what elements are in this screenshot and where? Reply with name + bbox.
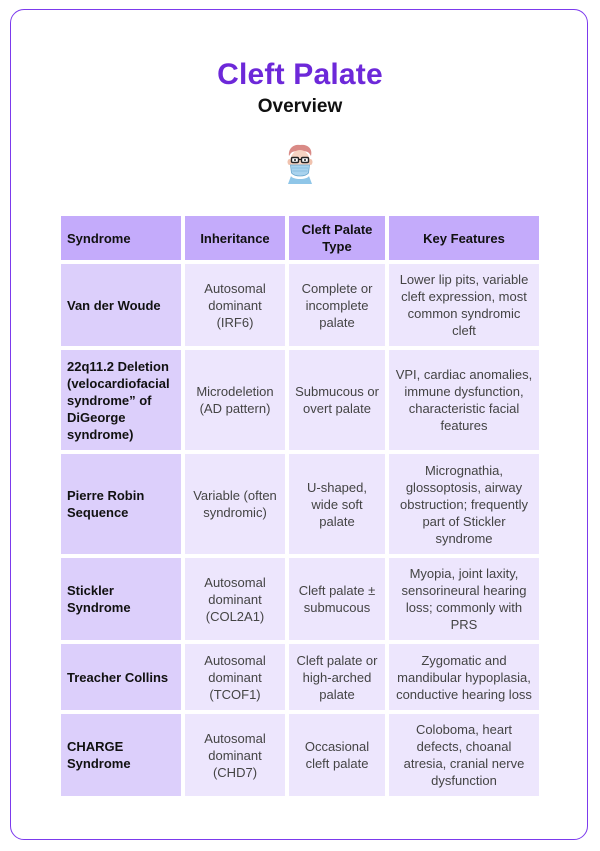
cleft-type-cell: Occasional cleft palate: [289, 714, 385, 796]
table-row: 22q11.2 Deletion (velocardiofacial syndr…: [61, 350, 539, 450]
syndrome-name-cell: Pierre Robin Sequence: [61, 454, 181, 554]
inheritance-cell: Autosomal dominant (COL2A1): [185, 558, 285, 640]
inheritance-cell: Microdeletion (AD pattern): [185, 350, 285, 450]
inheritance-cell: Autosomal dominant (TCOF1): [185, 644, 285, 710]
inheritance-cell: Autosomal dominant (IRF6): [185, 264, 285, 346]
cleft-type-cell: Cleft palate or high-arched palate: [289, 644, 385, 710]
table-row: CHARGE Syndrome Autosomal dominant (CHD7…: [61, 714, 539, 796]
table-row: Pierre Robin Sequence Variable (often sy…: [61, 454, 539, 554]
syndrome-name-cell: Van der Woude: [61, 264, 181, 346]
table-row: Treacher Collins Autosomal dominant (TCO…: [61, 644, 539, 710]
key-features-cell: VPI, cardiac anomalies, immune dysfuncti…: [389, 350, 539, 450]
syndrome-table: Syndrome Inheritance Cleft Palate Type K…: [57, 212, 543, 800]
column-header: Cleft Palate Type: [289, 216, 385, 260]
page-border: [10, 9, 588, 840]
table-row: Stickler Syndrome Autosomal dominant (CO…: [61, 558, 539, 640]
page-subtitle: Overview: [257, 96, 343, 117]
syndrome-name-cell: Treacher Collins: [61, 644, 181, 710]
column-header: Syndrome: [61, 216, 181, 260]
page-title: Cleft Palate: [217, 58, 383, 91]
syndrome-name-cell: CHARGE Syndrome: [61, 714, 181, 796]
key-features-cell: Lower lip pits, variable cleft expressio…: [389, 264, 539, 346]
column-header: Inheritance: [185, 216, 285, 260]
cleft-type-cell: Submucous or overt palate: [289, 350, 385, 450]
syndrome-name-cell: Stickler Syndrome: [61, 558, 181, 640]
key-features-cell: Myopia, joint laxity, sensorineural hear…: [389, 558, 539, 640]
cleft-type-cell: Cleft palate ± submucous: [289, 558, 385, 640]
cleft-type-cell: Complete or incomplete palate: [289, 264, 385, 346]
syndrome-name-cell: 22q11.2 Deletion (velocardiofacial syndr…: [61, 350, 181, 450]
key-features-cell: Micrognathia, glossoptosis, airway obstr…: [389, 454, 539, 554]
key-features-cell: Coloboma, heart defects, choanal atresia…: [389, 714, 539, 796]
table-row: Van der Woude Autosomal dominant (IRF6) …: [61, 264, 539, 346]
table-header-row: Syndrome Inheritance Cleft Palate Type K…: [61, 216, 539, 260]
key-features-cell: Zygomatic and mandibular hypoplasia, con…: [389, 644, 539, 710]
inheritance-cell: Autosomal dominant (CHD7): [185, 714, 285, 796]
cleft-type-cell: U-shaped, wide soft palate: [289, 454, 385, 554]
inheritance-cell: Variable (often syndromic): [185, 454, 285, 554]
column-header: Key Features: [389, 216, 539, 260]
doctor-avatar-icon: [287, 144, 313, 184]
